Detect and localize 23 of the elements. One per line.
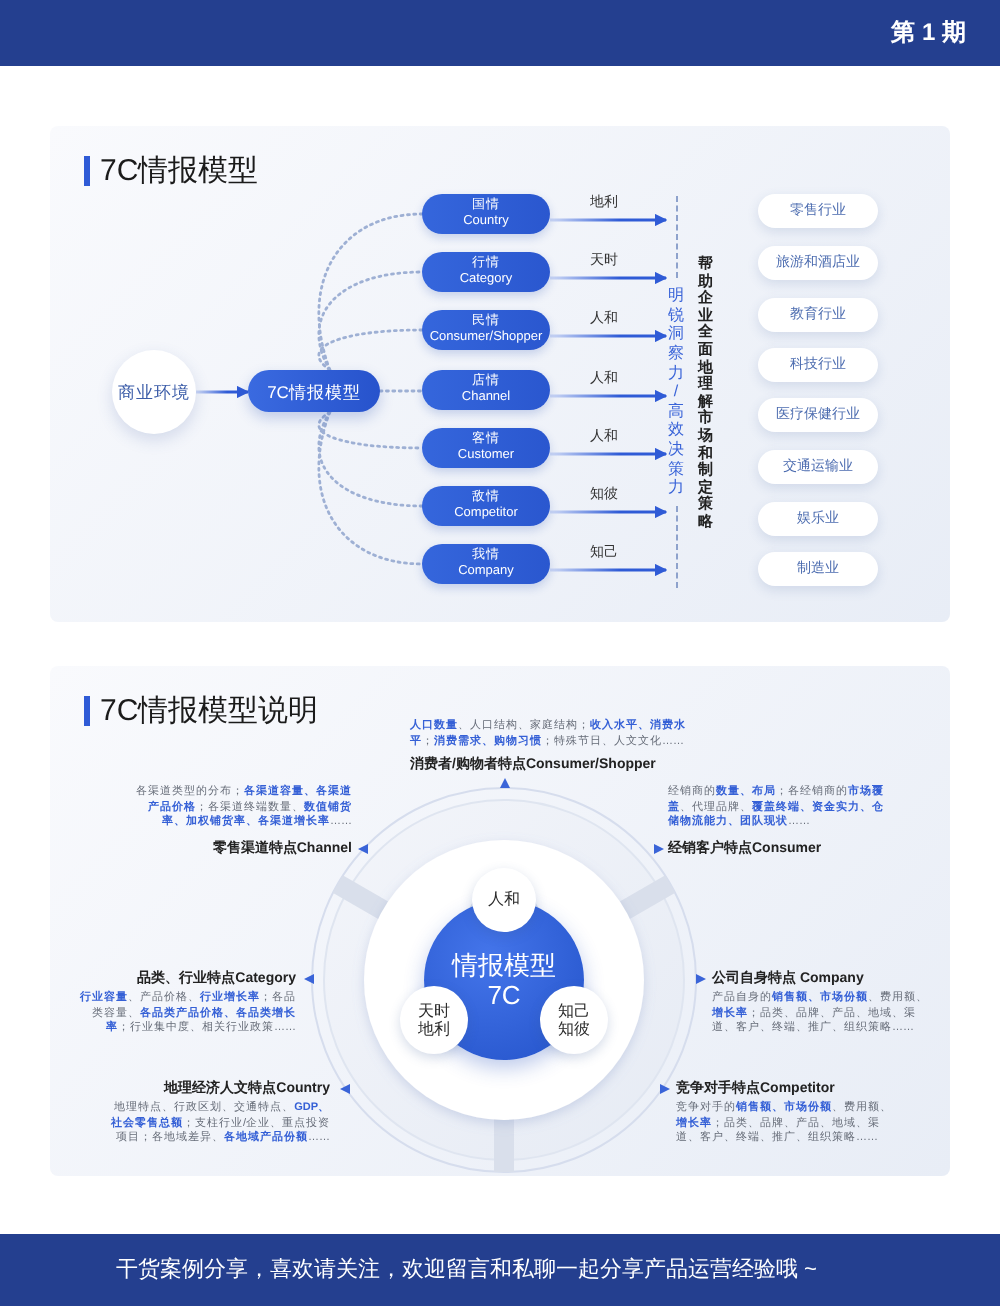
section-title: 7C情报模型说明: [84, 696, 319, 726]
arrow: [550, 271, 668, 285]
arrow: [550, 389, 668, 403]
section-title: 7C情报模型: [84, 156, 259, 186]
issue-number: 第 1 期: [891, 20, 966, 46]
dotted-connector: [317, 328, 424, 372]
footer-text: 干货案例分享，喜欢请关注，欢迎留言和私聊一起分享产品运营经验哦 ~: [116, 1258, 817, 1284]
arrow: [550, 213, 668, 227]
arrow: [196, 385, 250, 399]
dotted-connector: [317, 410, 424, 508]
arrow: [550, 329, 668, 343]
model-pill: 7C情报模型: [248, 370, 380, 412]
dotted-connector: [317, 410, 424, 566]
section-panel: [50, 126, 950, 622]
arrow: [550, 447, 668, 461]
context-circle: 商业环境: [112, 350, 196, 434]
arrow: [550, 505, 668, 519]
dotted-connector: [378, 389, 424, 393]
arrow: [550, 563, 668, 577]
dashed-divider-label: 明锐洞察力/高效决策力: [666, 196, 686, 588]
section-panel: [50, 666, 950, 1176]
dotted-connector: [317, 270, 424, 372]
dotted-connector: [317, 410, 424, 450]
